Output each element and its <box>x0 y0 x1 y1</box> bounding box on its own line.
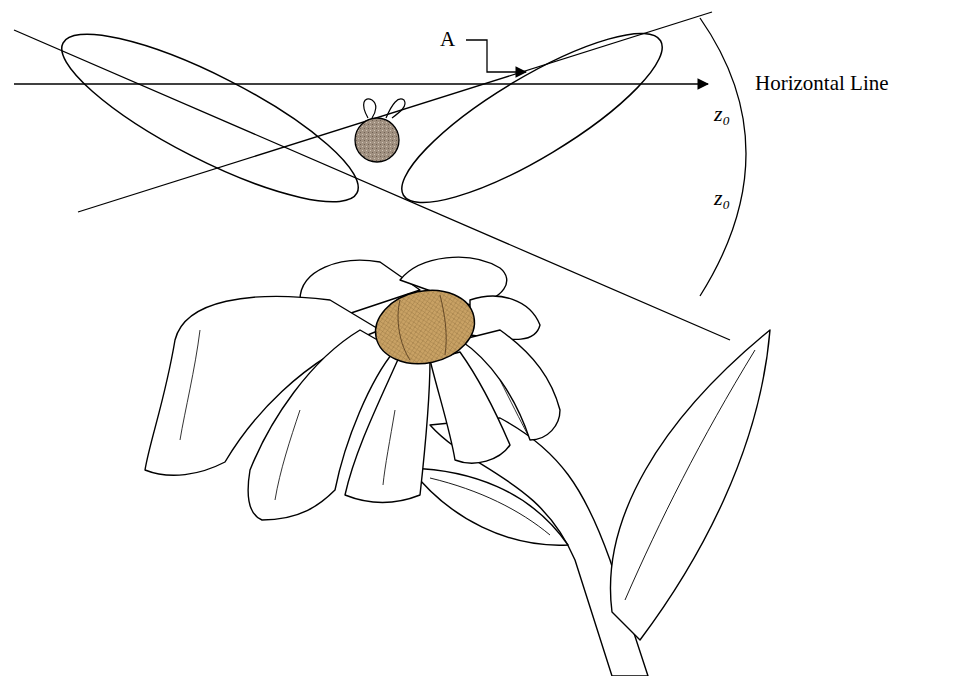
leader-arrow <box>466 40 526 72</box>
insect-body <box>355 99 405 162</box>
reference-lines <box>14 12 746 340</box>
leaf-vein <box>430 478 550 535</box>
petal <box>460 330 560 440</box>
horizontal-line <box>14 83 708 84</box>
insect-head <box>355 118 399 162</box>
flower <box>145 257 770 676</box>
centre-detail <box>398 295 446 360</box>
leaf <box>410 468 568 545</box>
angle-label: z₀ <box>714 186 730 210</box>
line-label: Horizontal Line <box>755 72 889 95</box>
wing-axis-line <box>14 30 730 340</box>
left-wing <box>44 6 376 231</box>
part-label: A <box>440 28 455 51</box>
angle-arc <box>700 18 746 296</box>
right-wing <box>383 6 681 229</box>
petal <box>345 355 430 503</box>
wing-axis-line <box>78 12 712 212</box>
petal-vein <box>500 380 528 435</box>
antenna <box>364 99 376 118</box>
petal-vein <box>180 330 200 440</box>
flower-centre <box>369 281 482 372</box>
wings <box>44 6 681 231</box>
antenna <box>386 99 405 118</box>
leaf <box>610 330 770 640</box>
angle-label: z₀ <box>714 102 730 126</box>
petal-vein <box>275 410 300 500</box>
leaf-vein <box>625 350 755 600</box>
petal-vein <box>383 410 395 485</box>
